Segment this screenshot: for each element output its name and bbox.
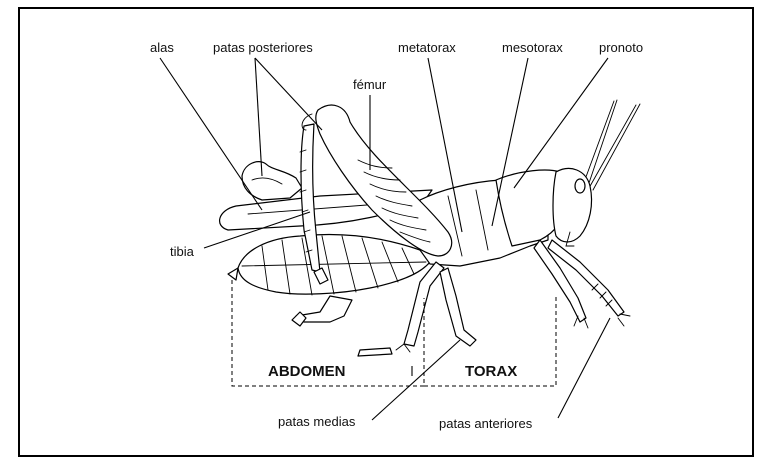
middle-leg-2 (440, 268, 476, 346)
label-tibia: tibia (170, 244, 195, 259)
antennae (583, 100, 640, 190)
label-metatorax: metatorax (398, 40, 456, 55)
label-patas-medias: patas medias (278, 414, 356, 429)
grasshopper-illustration (220, 100, 640, 356)
label-mesotorax: mesotorax (502, 40, 563, 55)
label-femur: fémur (353, 77, 387, 92)
hind-femur (316, 105, 452, 256)
torax-region-label: TORAX (465, 363, 517, 380)
label-patas-anteriores: patas anteriores (439, 416, 533, 431)
label-alas: alas (150, 40, 174, 55)
abdomen-region-label: ABDOMEN (268, 363, 346, 380)
eye (575, 179, 585, 193)
label-pronoto: pronoto (599, 40, 643, 55)
label-patas-posteriores: patas posteriores (213, 40, 313, 55)
head (553, 168, 592, 242)
